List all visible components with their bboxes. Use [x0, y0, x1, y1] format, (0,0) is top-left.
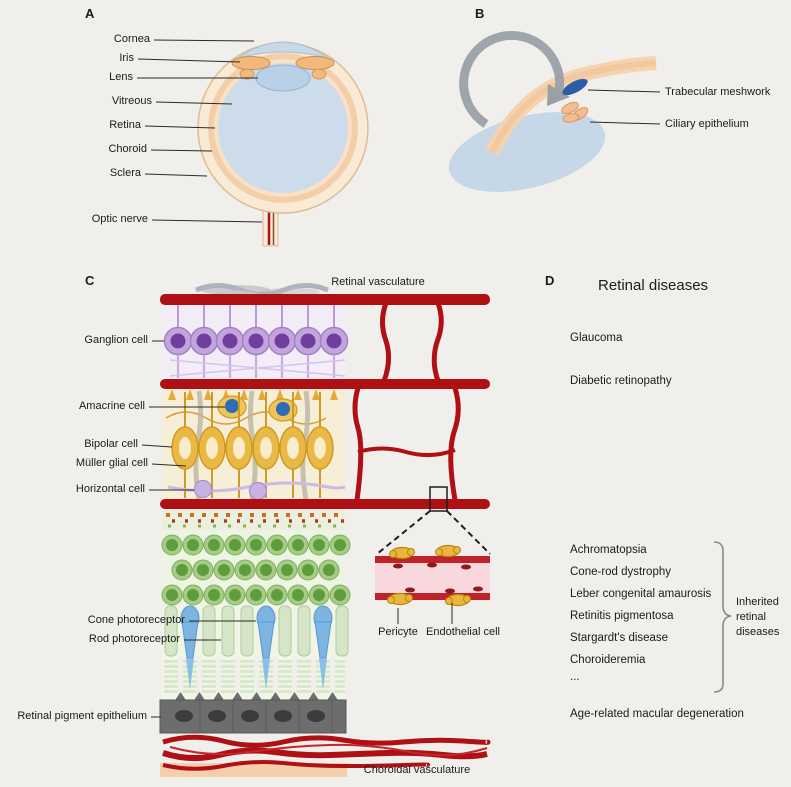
panel-b-leader-lines	[587, 89, 661, 125]
inset-source-box	[429, 486, 448, 512]
eye-diagram	[137, 39, 369, 247]
disease-glaucoma: Glaucoma	[570, 332, 623, 344]
label-endothelial-cell: Endothelial cell	[426, 626, 500, 638]
panel-letter-a: A	[85, 6, 95, 21]
vessel-branch	[380, 302, 392, 382]
label-retina: Retina	[109, 119, 141, 131]
vessel-branch	[431, 302, 444, 382]
lens-shape	[255, 64, 311, 92]
panel-letter-d: D	[545, 273, 555, 288]
panel-a-leader-lines	[137, 39, 263, 223]
vessel-branch	[448, 387, 461, 501]
label-amacrine-cell: Amacrine cell	[78, 400, 145, 412]
panel-letter-c: C	[85, 273, 95, 288]
disease-cone-rod-dystrophy: Cone-rod dystrophy	[570, 566, 671, 578]
disease-achromatopsia: Achromatopsia	[570, 544, 647, 556]
disease-retinitis-pigmentosa: Retinitis pigmentosa	[570, 610, 674, 622]
disease-amd: Age-related macular degeneration	[570, 708, 744, 720]
capillary-inset	[375, 544, 490, 624]
inherited-bracket-label-line1: Inherited	[736, 596, 779, 608]
panel-letter-b: B	[475, 6, 485, 21]
retinal-vessel-deep	[160, 499, 490, 509]
retina-diagram	[141, 283, 491, 777]
label-choroid: Choroid	[108, 143, 147, 155]
label-rpe: Retinal pigment epithelium	[17, 710, 147, 722]
retinal-diseases-title: Retinal diseases	[598, 277, 709, 294]
photoreceptor-nuclei	[161, 534, 351, 606]
disease-list-ellipsis: ...	[570, 671, 580, 683]
inherited-bracket-label-line2: retinal	[736, 611, 766, 623]
iris-shape	[231, 56, 335, 70]
label-bipolar-cell: Bipolar cell	[84, 438, 138, 450]
vessel-branch	[357, 446, 456, 457]
disease-choroideremia: Choroideremia	[570, 654, 646, 666]
label-pericyte: Pericyte	[378, 626, 418, 638]
inherited-bracket-label: Inherited retinal diseases	[736, 595, 779, 640]
horizontal-cell-row	[167, 479, 346, 501]
disease-leber-congenital-amaurosis: Leber congenital amaurosis	[570, 588, 712, 600]
rpe-layer	[159, 692, 347, 734]
label-ciliary-epithelium: Ciliary epithelium	[665, 118, 749, 130]
outer-plexiform-layer	[166, 513, 344, 528]
inherited-bracket-label-line3: diseases	[736, 626, 780, 638]
label-iris: Iris	[119, 52, 134, 64]
retinal-vessel-top	[160, 294, 490, 305]
label-vitreous: Vitreous	[111, 95, 152, 107]
label-cornea: Cornea	[113, 33, 150, 45]
label-lens: Lens	[109, 71, 133, 83]
label-choroidal-vasculature: Choroidal vasculature	[363, 764, 471, 776]
label-trabecular-meshwork: Trabecular meshwork	[665, 86, 771, 98]
vessel-branch	[352, 387, 364, 501]
anterior-chamber-diagram	[448, 30, 661, 192]
label-retinal-vasculature: Retinal vasculature	[331, 276, 425, 288]
label-ganglion-cell: Ganglion cell	[84, 334, 148, 346]
trabecular-meshwork-shape	[562, 78, 588, 96]
label-optic-nerve: Optic nerve	[91, 213, 148, 225]
label-horizontal-cell: Horizontal cell	[75, 483, 145, 495]
panel-c-leader-lines	[141, 340, 256, 718]
disease-diabetic-retinopathy: Diabetic retinopathy	[570, 375, 672, 387]
aqueous-flow-arrow	[459, 30, 570, 128]
inherited-diseases-bracket	[713, 541, 732, 693]
disease-stargardts-disease: Stargardt's disease	[570, 632, 669, 644]
ciliary-epithelium-shape	[561, 101, 589, 123]
choroidal-vessels	[162, 734, 491, 771]
label-cone-photoreceptor: Cone photoreceptor	[87, 614, 185, 626]
label-sclera: Sclera	[109, 167, 141, 179]
retinal-vessel-middle	[160, 379, 490, 389]
vitreous-shape	[218, 63, 348, 193]
lens-closeup-shape	[448, 112, 606, 192]
label-rod-photoreceptor: Rod photoreceptor	[88, 633, 180, 645]
label-muller-glial-cell: Müller glial cell	[75, 457, 148, 469]
